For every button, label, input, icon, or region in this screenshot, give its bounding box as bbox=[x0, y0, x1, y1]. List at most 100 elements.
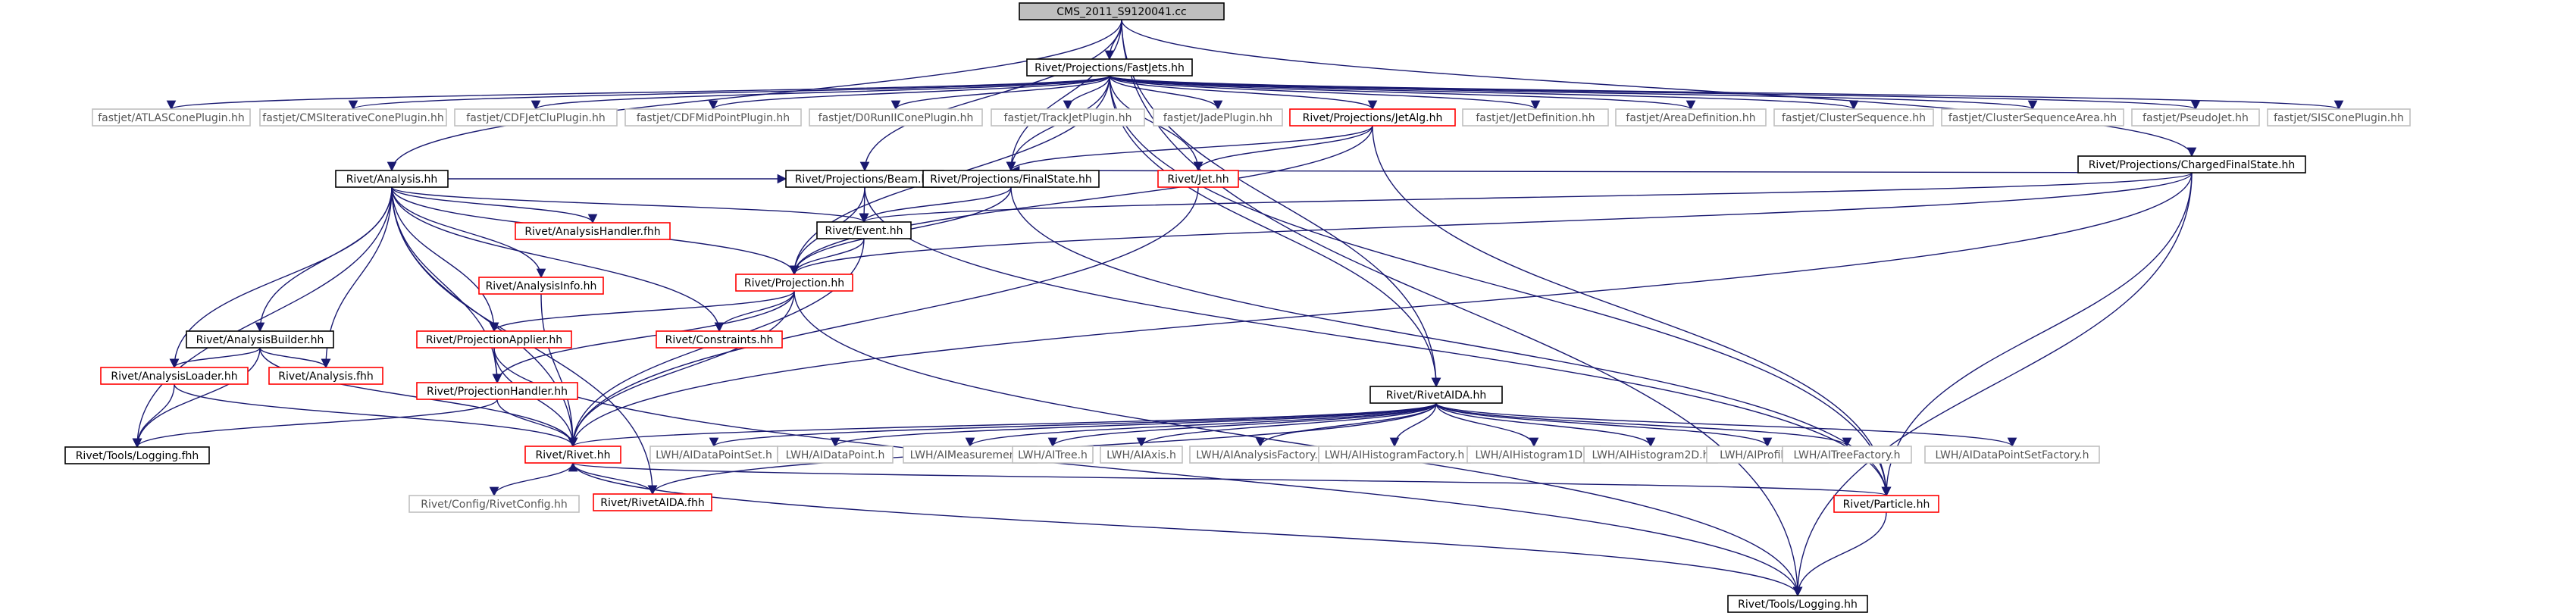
node-label-fastjets: Rivet/Projections/FastJets.hh bbox=[1034, 62, 1185, 74]
node-aihist2d[interactable]: LWH/AIHistogram2D.h bbox=[1583, 446, 1718, 464]
node-label-cmsiter: fastjet/CMSIterativeConePlugin.hh bbox=[262, 112, 443, 124]
node-label-aidpsfactory: LWH/AIDataPointSetFactory.h bbox=[1936, 449, 2089, 461]
node-box-atlascone bbox=[92, 108, 251, 127]
node-label-analysisinfo: Rivet/AnalysisInfo.hh bbox=[486, 280, 597, 292]
node-logginghh[interactable]: Rivet/Tools/Logging.hh bbox=[1727, 595, 1868, 613]
node-projhandler[interactable]: Rivet/ProjectionHandler.hh bbox=[416, 382, 578, 400]
edge-jetalg-to-particle bbox=[1372, 125, 1892, 497]
edge-finalstate-to-event bbox=[859, 186, 1012, 224]
node-box-constraints bbox=[656, 330, 783, 349]
node-rivetconfig[interactable]: Rivet/Config/RivetConfig.hh bbox=[408, 495, 580, 513]
edge-jetalg-to-projection bbox=[789, 125, 1373, 276]
node-analysisbuilder[interactable]: Rivet/AnalysisBuilder.hh bbox=[186, 330, 334, 349]
node-jet[interactable]: Rivet/Jet.hh bbox=[1157, 170, 1239, 188]
edge-root-to-beam bbox=[859, 19, 1122, 172]
node-loggingfhh[interactable]: Rivet/Tools/Logging.fhh bbox=[64, 446, 210, 464]
edge-analysis-to-analysisinfo bbox=[391, 186, 546, 279]
node-projection[interactable]: Rivet/Projection.hh bbox=[735, 274, 853, 292]
node-jade[interactable]: fastjet/JadePlugin.hh bbox=[1153, 108, 1283, 127]
node-aianalysisfactory[interactable]: LWH/AIAnalysisFactory.h bbox=[1189, 446, 1332, 464]
node-box-projection bbox=[735, 274, 853, 292]
node-rivethh[interactable]: Rivet/Rivet.hh bbox=[524, 446, 621, 464]
node-box-rivetconfig bbox=[408, 495, 580, 513]
node-analysisloader[interactable]: Rivet/AnalysisLoader.hh bbox=[100, 367, 249, 385]
node-box-d0run bbox=[809, 108, 983, 127]
edge-fastjets-to-jetdef bbox=[1109, 75, 1541, 111]
node-clusterseq[interactable]: fastjet/ClusterSequence.hh bbox=[1773, 108, 1934, 127]
node-event[interactable]: Rivet/Event.hh bbox=[816, 221, 912, 239]
edge-fastjets-to-jetalg bbox=[1109, 75, 1378, 111]
node-pseudojet[interactable]: fastjet/PseudoJet.hh bbox=[2131, 108, 2260, 127]
node-aidadps[interactable]: LWH/AIDataPointSet.h bbox=[649, 446, 778, 464]
node-aidpsfactory[interactable]: LWH/AIDataPointSetFactory.h bbox=[1924, 446, 2100, 464]
node-box-analysisinfo bbox=[478, 277, 604, 295]
node-clusterseqarea[interactable]: fastjet/ClusterSequenceArea.hh bbox=[1941, 108, 2124, 127]
node-trackjet[interactable]: fastjet/TrackJetPlugin.hh bbox=[991, 108, 1145, 127]
node-box-pseudojet bbox=[2131, 108, 2260, 127]
edge-projection-to-rivethh bbox=[568, 290, 795, 448]
node-cdfmid[interactable]: fastjet/CDFMidPointPlugin.hh bbox=[624, 108, 802, 127]
edge-analysisbuilder-to-analysisfhh bbox=[259, 347, 331, 369]
node-areadef[interactable]: fastjet/AreaDefinition.hh bbox=[1615, 108, 1767, 127]
node-aihistfactory[interactable]: LWH/AIHistogramFactory.h bbox=[1318, 446, 1471, 464]
node-analysis[interactable]: Rivet/Analysis.hh bbox=[335, 170, 449, 188]
node-root[interactable]: CMS_2011_S9120041.cc bbox=[1019, 2, 1225, 20]
edge-rivetaida-to-rivethh bbox=[568, 402, 1437, 448]
node-finalstate[interactable]: Rivet/Projections/FinalState.hh bbox=[922, 170, 1100, 188]
node-box-logginghh bbox=[1727, 595, 1868, 613]
node-label-aitree: LWH/AITree.h bbox=[1018, 449, 1088, 461]
edge-projection-to-projhandler bbox=[492, 290, 795, 384]
node-label-jade: fastjet/JadePlugin.hh bbox=[1163, 112, 1272, 124]
node-label-logginghh: Rivet/Tools/Logging.hh bbox=[1738, 599, 1858, 611]
node-aihist1d[interactable]: LWH/AIHistogram1D.h bbox=[1466, 446, 1601, 464]
node-cdfjetclu[interactable]: fastjet/CDFJetCluPlugin.hh bbox=[454, 108, 618, 127]
node-constraints[interactable]: Rivet/Constraints.hh bbox=[656, 330, 783, 349]
edge-analysis-to-analysishandler bbox=[391, 186, 598, 224]
node-rivetaida[interactable]: Rivet/RivetAIDA.hh bbox=[1369, 386, 1503, 404]
edge-rivetaida-to-aihist2d bbox=[1435, 402, 1656, 448]
node-aidadp[interactable]: LWH/AIDataPoint.h bbox=[777, 446, 894, 464]
edge-fastjets-to-siscone bbox=[1109, 75, 2343, 111]
node-aitreefactory[interactable]: LWH/AITreeFactory.h bbox=[1782, 446, 1912, 464]
node-d0run[interactable]: fastjet/D0RunIIConePlugin.hh bbox=[809, 108, 983, 127]
node-box-cdfmid bbox=[624, 108, 802, 127]
node-analysishandler[interactable]: Rivet/AnalysisHandler.fhh bbox=[515, 222, 671, 240]
node-label-clusterseqarea: fastjet/ClusterSequenceArea.hh bbox=[1948, 112, 2117, 124]
node-jetdef[interactable]: fastjet/JetDefinition.hh bbox=[1462, 108, 1609, 127]
edge-root-to-logginghh bbox=[1121, 19, 1803, 597]
node-label-event: Rivet/Event.hh bbox=[825, 225, 903, 237]
edge-fastjets-to-cmsiter bbox=[349, 75, 1110, 111]
node-label-cdfmid: fastjet/CDFMidPointPlugin.hh bbox=[637, 112, 790, 124]
node-aiaxis[interactable]: LWH/AIAxis.h bbox=[1100, 446, 1183, 464]
edge-rivetaida-to-aitree bbox=[1047, 402, 1437, 448]
edge-analysis-to-projapplier bbox=[391, 186, 499, 333]
node-box-jetdef bbox=[1462, 108, 1609, 127]
edge-analysisloader-to-rivethh bbox=[174, 383, 578, 448]
node-projapplier[interactable]: Rivet/ProjectionApplier.hh bbox=[416, 330, 572, 349]
node-analysisfhh[interactable]: Rivet/Analysis.fhh bbox=[268, 367, 383, 385]
node-rivetaidafhh[interactable]: Rivet/RivetAIDA.fhh bbox=[593, 493, 712, 511]
node-label-analysisloader: Rivet/AnalysisLoader.hh bbox=[111, 371, 237, 383]
node-jetalg[interactable]: Rivet/Projections/JetAlg.hh bbox=[1289, 108, 1456, 127]
node-box-aiaxis bbox=[1100, 446, 1183, 464]
node-siscone[interactable]: fastjet/SISConePlugin.hh bbox=[2267, 108, 2411, 127]
node-box-rivetaidafhh bbox=[593, 493, 712, 511]
edge-projhandler-to-rivethh bbox=[496, 399, 578, 448]
node-chargedfs[interactable]: Rivet/Projections/ChargedFinalState.hh bbox=[2077, 155, 2306, 174]
node-beam[interactable]: Rivet/Projections/Beam.hh bbox=[785, 170, 944, 188]
node-label-siscone: fastjet/SISConePlugin.hh bbox=[2274, 112, 2404, 124]
node-atlascone[interactable]: fastjet/ATLASConePlugin.hh bbox=[92, 108, 251, 127]
edge-rivethh-to-rivetconfig bbox=[489, 462, 574, 497]
node-cmsiter[interactable]: fastjet/CMSIterativeConePlugin.hh bbox=[259, 108, 447, 127]
edge-chargedfs-to-particle bbox=[1881, 172, 2193, 497]
node-label-beam: Rivet/Projections/Beam.hh bbox=[795, 174, 935, 186]
edge-projhandler-to-loggingfhh bbox=[132, 399, 498, 449]
edge-analysis-to-loggingfhh bbox=[132, 186, 393, 449]
node-analysisinfo[interactable]: Rivet/AnalysisInfo.hh bbox=[478, 277, 604, 295]
edge-analysisloader-to-loggingfhh bbox=[132, 383, 175, 449]
node-particle[interactable]: Rivet/Particle.hh bbox=[1833, 495, 1939, 513]
node-box-projhandler bbox=[416, 382, 578, 400]
node-fastjets[interactable]: Rivet/Projections/FastJets.hh bbox=[1026, 58, 1193, 77]
node-aitree[interactable]: LWH/AITree.h bbox=[1012, 446, 1094, 464]
edge-rivetaida-to-aihistfactory bbox=[1389, 402, 1437, 448]
